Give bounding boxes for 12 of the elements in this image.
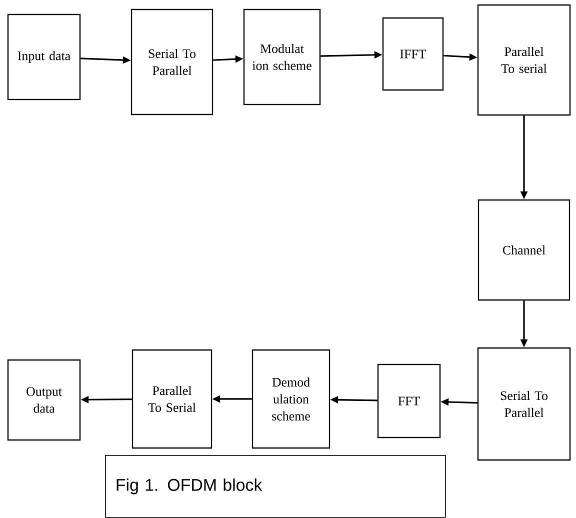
process-box: Output data — [7, 359, 81, 441]
caption-box: Fig 1. OFDM block — [105, 454, 446, 518]
process-box: Serial To Parallel — [477, 347, 571, 461]
process-box: Parallel To serial — [477, 4, 571, 116]
process-box: Modulat ion scheme — [243, 8, 321, 106]
process-box: FFT — [377, 364, 441, 438]
process-box: Demod ulation scheme — [252, 349, 330, 449]
process-box: Channel — [478, 199, 570, 301]
process-box: Input data — [7, 14, 81, 100]
process-box: IFFT — [382, 17, 444, 91]
process-box: Serial To Parallel — [130, 8, 214, 116]
process-box: Parallel To Serial — [132, 349, 212, 449]
